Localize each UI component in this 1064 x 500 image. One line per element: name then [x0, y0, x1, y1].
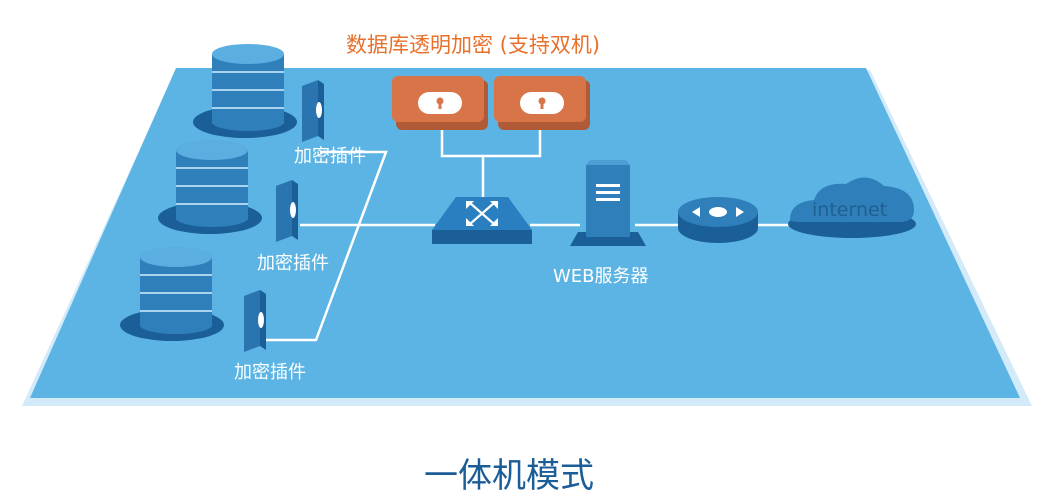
router: [678, 197, 758, 243]
caption: 一体机模式: [424, 456, 594, 496]
lock-box-1: [392, 76, 488, 130]
database-server-2: [158, 140, 262, 234]
web-server: [570, 160, 646, 246]
database-server-1: [193, 44, 297, 138]
connection-lines: [265, 130, 790, 342]
internet-label: internet: [812, 199, 888, 221]
diagram-title: 数据库透明加密 (支持双机): [346, 33, 601, 57]
plugin-label-1: 加密插件: [294, 146, 366, 167]
encryption-plugin-2: [276, 180, 298, 242]
lock-box-2: [494, 76, 590, 130]
network-switch: [432, 197, 532, 244]
web-server-label: WEB服务器: [553, 266, 649, 287]
plugin-label-3: 加密插件: [234, 362, 306, 383]
internet-cloud: [788, 177, 916, 238]
encryption-plugin-1: [302, 80, 324, 142]
plugin-label-2: 加密插件: [257, 253, 329, 274]
encryption-plugin-3: [244, 290, 266, 352]
database-server-3: [120, 247, 224, 341]
